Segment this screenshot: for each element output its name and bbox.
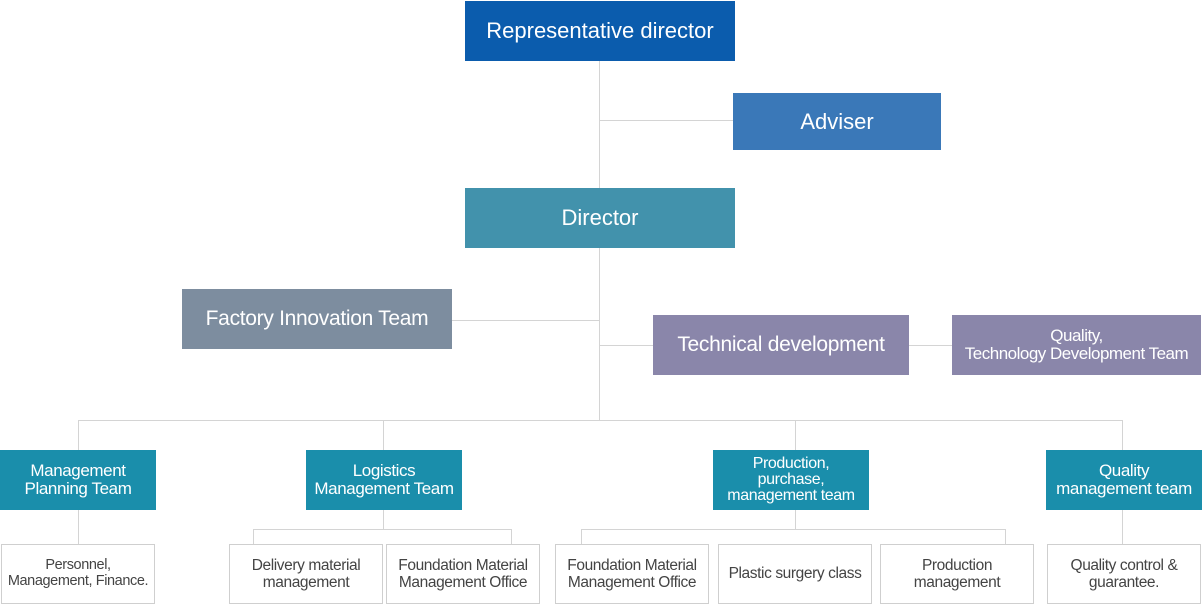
sub-unit-delivery-material-label: Delivery material management (251, 556, 361, 591)
connector-drop-management (78, 420, 79, 450)
logistics-team-label: Logistics Management Team (314, 461, 454, 498)
director-box: Director (465, 188, 735, 248)
connector-drop-logistics (383, 420, 384, 450)
connector-logistics-left (253, 529, 254, 544)
sub-unit-foundation-material-logistics: Foundation Material Management Office (386, 544, 540, 604)
connector-production-left (581, 529, 582, 544)
connector-logistics-bus (253, 529, 512, 530)
quality-management-team-box: Quality management team (1046, 450, 1202, 510)
sub-unit-foundation-material-production: Foundation Material Management Office (555, 544, 709, 604)
management-planning-team-box: Management Planning Team (0, 450, 156, 510)
connector-logistics-right (511, 529, 512, 544)
representative-director-box: Representative director (465, 1, 735, 61)
connector-quality-tech (908, 345, 952, 346)
logistics-team-box: Logistics Management Team (306, 450, 462, 510)
sub-unit-production-management-label: Production management (913, 556, 1001, 591)
connector-production-stem (795, 509, 796, 529)
connector-management-sub (78, 509, 79, 544)
adviser-box: Adviser (733, 93, 941, 150)
production-team-label: Production, purchase, management team (727, 455, 855, 504)
connector-drop-production (795, 420, 796, 450)
sub-unit-production-management: Production management (880, 544, 1034, 604)
sub-unit-delivery-material: Delivery material management (229, 544, 383, 604)
representative-director-label: Representative director (486, 18, 714, 44)
sub-unit-plastic-surgery: Plastic surgery class (718, 544, 872, 604)
connector-production-bus (581, 529, 1006, 530)
connector-team-bus (78, 420, 1123, 421)
management-planning-team-label: Management Planning Team (24, 461, 132, 498)
connector-adviser (599, 120, 734, 121)
director-label: Director (561, 205, 639, 231)
sub-unit-quality-control-label: Quality control & guarantee. (1070, 556, 1178, 591)
quality-management-team-label: Quality management team (1056, 461, 1192, 498)
factory-innovation-label: Factory Innovation Team (205, 306, 429, 330)
production-team-box: Production, purchase, management team (713, 450, 869, 510)
sub-unit-personnel: Personnel, Management, Finance. (1, 544, 155, 604)
sub-unit-quality-control: Quality control & guarantee. (1047, 544, 1201, 604)
connector-technical (599, 345, 653, 346)
factory-innovation-box: Factory Innovation Team (182, 289, 452, 349)
connector-drop-quality (1122, 420, 1123, 450)
adviser-label: Adviser (800, 108, 874, 134)
sub-unit-foundation-material-logistics-label: Foundation Material Management Office (398, 556, 528, 591)
connector-logistics-stem (383, 509, 384, 529)
quality-tech-dev-box: Quality, Technology Development Team (952, 315, 1201, 375)
connector-quality-sub (1122, 509, 1123, 544)
sub-unit-foundation-material-production-label: Foundation Material Management Office (567, 556, 697, 591)
sub-unit-personnel-label: Personnel, Management, Finance. (7, 557, 149, 589)
technical-development-box: Technical development (653, 315, 909, 375)
quality-tech-dev-label: Quality, Technology Development Team (964, 326, 1189, 363)
sub-unit-plastic-surgery-label: Plastic surgery class (728, 565, 862, 583)
connector-production-right (1005, 529, 1006, 544)
technical-development-label: Technical development (677, 332, 885, 356)
connector-factory (451, 320, 600, 321)
